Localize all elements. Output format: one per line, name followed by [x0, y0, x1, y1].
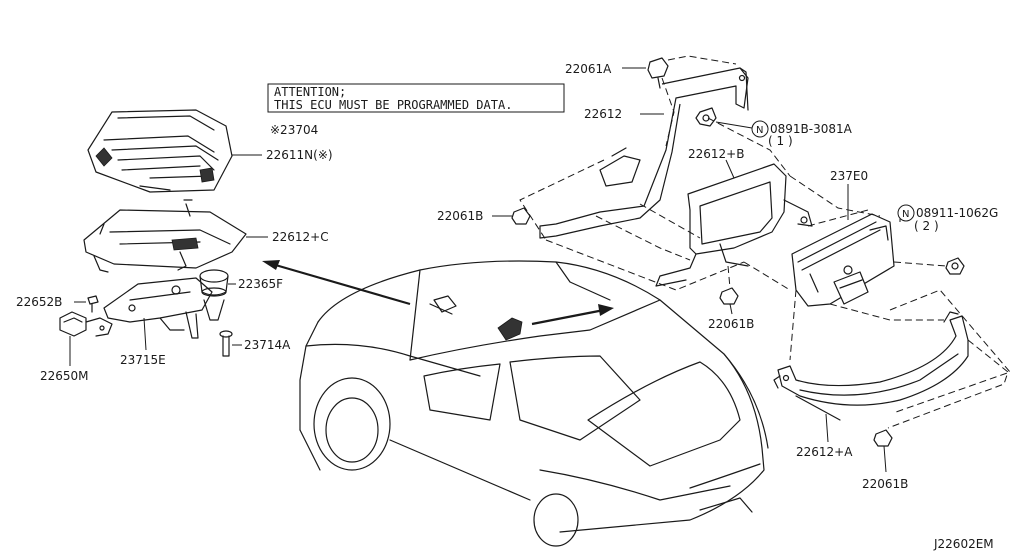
clip-22652b-drawing: [87, 295, 99, 313]
nut-symbol-icon: [751, 120, 769, 138]
nut-symbol-2: N: [902, 209, 909, 220]
bolt-23714a-drawing: [219, 330, 233, 357]
label-22061b-left: 22061B: [437, 209, 483, 223]
bracket-22612a-drawing: [773, 311, 969, 421]
connector-22650m-drawing: [59, 311, 113, 337]
bolt-22061a-drawing: [647, 57, 669, 89]
attention-note: ATTENTION; THIS ECU MUST BE PROGRAMMED D…: [267, 83, 565, 113]
label-22612c: 22612+C: [272, 230, 329, 244]
diagram-code: J22602EM: [933, 537, 994, 551]
nut-08911-drawing: [945, 257, 965, 275]
bolt-22061b-mid-drawing: [719, 287, 739, 305]
nut-symbol-icon-2: [897, 204, 915, 222]
label-22611n: 22611N(※): [266, 148, 333, 162]
location-arrows: [262, 260, 614, 326]
label-22650m: 22650M: [40, 369, 89, 383]
label-22612: 22612: [584, 107, 622, 121]
assembly-dash-lines: [519, 55, 1011, 429]
bracket-23715e-drawing: [103, 277, 213, 339]
attention-line-1: ATTENTION;: [274, 85, 346, 99]
label-22612a: 22612+A: [796, 445, 853, 459]
label-0891b-qty: ( 1 ): [768, 134, 793, 148]
label-22061b-low: 22061B: [862, 477, 908, 491]
bracket-22612-drawing: [539, 67, 749, 239]
label-08911-1062g: 08911-1062G: [916, 206, 998, 220]
label-22652b: 22652B: [16, 295, 62, 309]
nut-08918-drawing: [695, 107, 717, 127]
attention-line-2: THIS ECU MUST BE PROGRAMMED DATA.: [274, 98, 512, 112]
nut-symbol-1: N: [756, 125, 763, 136]
bracket-22612b-drawing: [655, 163, 813, 287]
label-23715e: 23715E: [120, 353, 166, 367]
bolt-22061b-left-drawing: [511, 207, 531, 225]
label-22612b: 22612+B: [688, 147, 744, 161]
label-23704: ※23704: [270, 123, 318, 137]
grommet-22365f-drawing: [199, 269, 229, 321]
label-22061b-mid: 22061B: [708, 317, 754, 331]
vehicle-outline-drawing: [299, 260, 769, 547]
label-22365f: 22365F: [238, 277, 283, 291]
bolt-22061b-low-drawing: [873, 429, 893, 447]
label-22061a: 22061A: [565, 62, 612, 76]
label-08911-qty: ( 2 ): [914, 219, 939, 233]
bracket-22612c-drawing: [83, 199, 247, 273]
label-0891b-3081a: 0891B-3081A: [770, 122, 853, 136]
ecu-22611n-drawing: [87, 109, 233, 193]
module-237e0-drawing: [791, 213, 895, 307]
label-237e0: 237E0: [830, 169, 868, 183]
label-23714a: 23714A: [244, 338, 291, 352]
